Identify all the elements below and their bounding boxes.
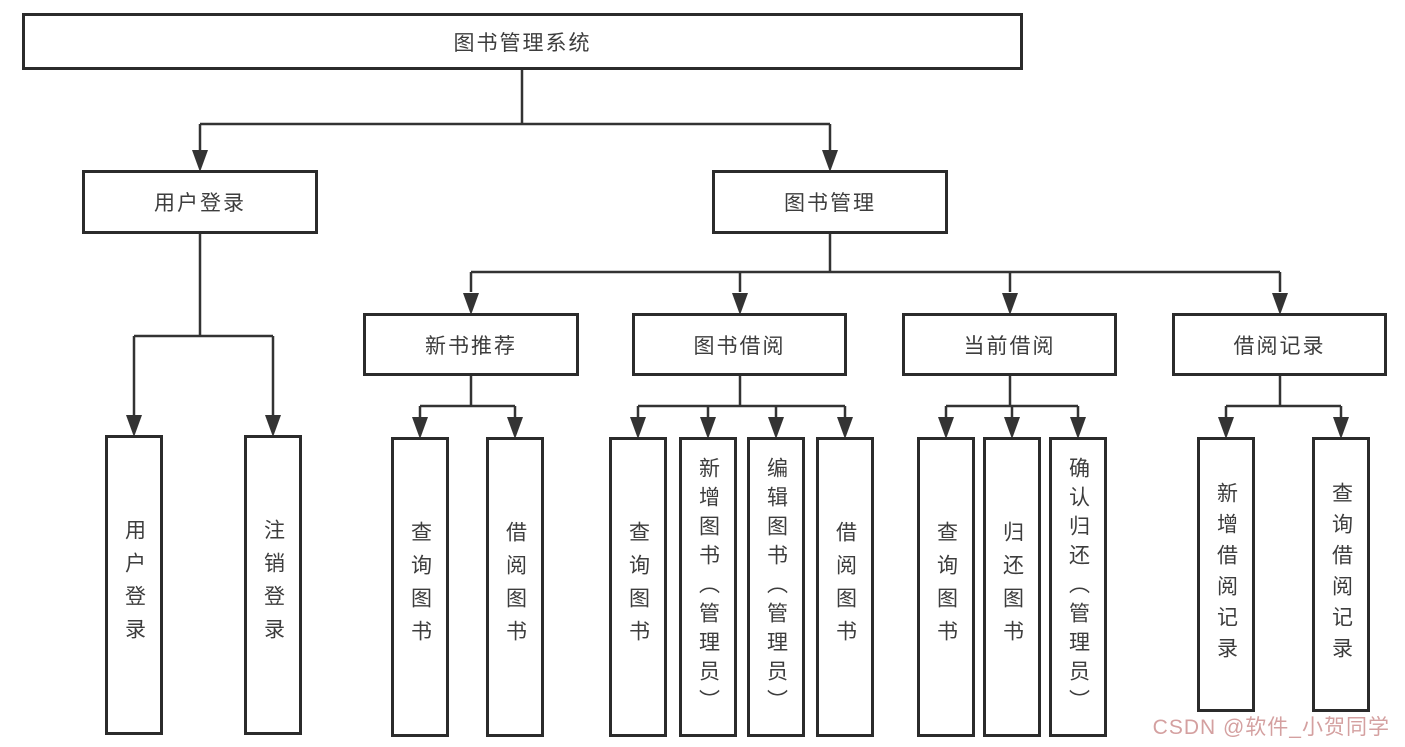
leaf-user-login-label: 用户登录 [122,519,146,651]
leaf-newbook-query-books: 查询图书 [391,437,449,737]
leaf-record-query-borrow-record: 查询借阅记录 [1312,437,1370,712]
leaf-borrow-edit-books-admin-label: 编辑图书（管理员） [764,456,788,718]
leaf-borrow-edit-books-admin: 编辑图书（管理员） [747,437,805,737]
leaf-user-login: 用户登录 [105,435,163,735]
leaf-logout-label: 注销登录 [261,519,285,651]
node-current-borrowing: 当前借阅 [902,313,1117,376]
leaf-newbook-query-books-label: 查询图书 [408,521,432,653]
leaf-current-confirm-return-admin: 确认归还（管理员） [1049,437,1107,737]
node-book-borrowing: 图书借阅 [632,313,847,376]
leaf-borrow-query-books: 查询图书 [609,437,667,737]
leaf-borrow-add-books-admin: 新增图书（管理员） [679,437,737,737]
leaf-record-add-borrow-record-label: 新增借阅记录 [1214,481,1238,668]
node-borrowing-records: 借阅记录 [1172,313,1387,376]
node-user-login: 用户登录 [82,170,318,234]
leaf-record-query-borrow-record-label: 查询借阅记录 [1329,481,1353,668]
node-library-system: 图书管理系统 [22,13,1023,70]
leaf-current-return-books: 归还图书 [983,437,1041,737]
leaf-borrow-add-books-admin-label: 新增图书（管理员） [696,456,720,718]
node-book-management: 图书管理 [712,170,948,234]
leaf-record-add-borrow-record: 新增借阅记录 [1197,437,1255,712]
leaf-borrow-query-books-label: 查询图书 [626,521,650,653]
leaf-current-confirm-return-admin-label: 确认归还（管理员） [1066,456,1090,718]
leaf-current-return-books-label: 归还图书 [1000,521,1024,653]
leaf-current-query-books-label: 查询图书 [934,521,958,653]
leaf-current-query-books: 查询图书 [917,437,975,737]
node-new-book-recommendation: 新书推荐 [363,313,579,376]
leaf-borrow-borrow-books-label: 借阅图书 [833,521,857,653]
leaf-newbook-borrow-books: 借阅图书 [486,437,544,737]
watermark: CSDN @软件_小贺同学 [1152,716,1390,739]
leaf-borrow-borrow-books: 借阅图书 [816,437,874,737]
leaf-newbook-borrow-books-label: 借阅图书 [503,521,527,653]
leaf-logout: 注销登录 [244,435,302,735]
